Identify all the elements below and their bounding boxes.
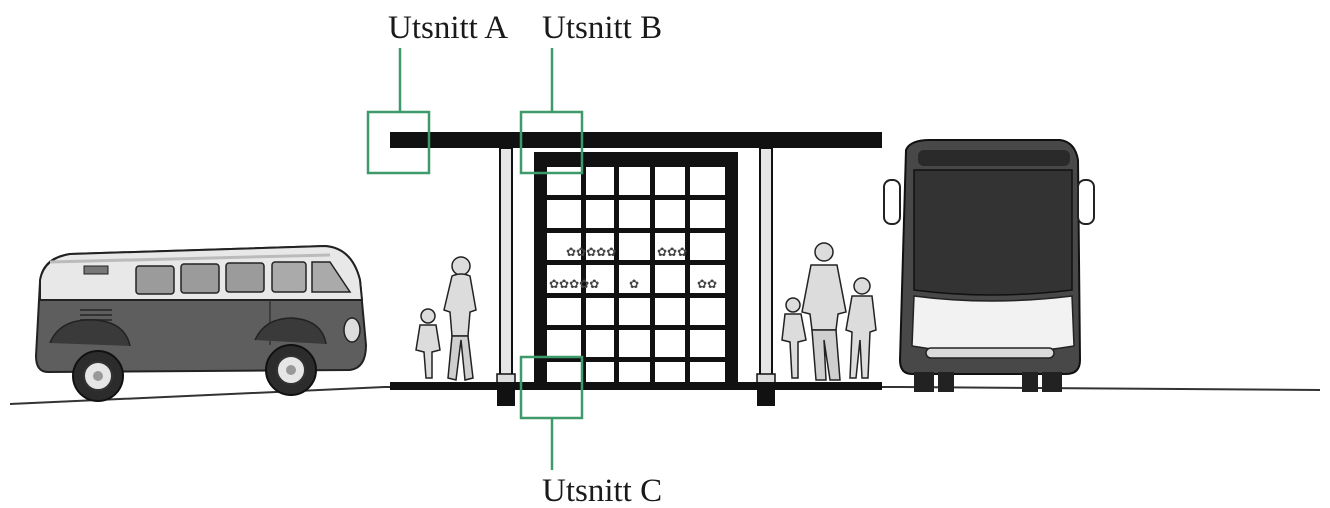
left-post — [499, 147, 513, 379]
right-footing — [757, 390, 775, 406]
person-icon-group — [781, 242, 877, 381]
callout-c-label: Utsnitt C — [542, 473, 663, 508]
callout-a-label: Utsnitt A — [388, 10, 509, 46]
bus-icon — [883, 139, 1095, 392]
floor-slab — [390, 382, 882, 390]
svg-text:✿✿✿: ✿✿✿ — [657, 245, 687, 259]
shelter-roof — [390, 132, 882, 148]
person-icon — [415, 256, 477, 381]
svg-text:✿✿✿✿✿: ✿✿✿✿✿ — [566, 245, 616, 259]
callout-b-box — [519, 110, 584, 175]
svg-text:✿✿✿✿✿: ✿✿✿✿✿ — [549, 277, 599, 291]
callout-c — [519, 355, 584, 470]
van-icon — [34, 244, 368, 402]
glass-block-grid — [547, 167, 725, 383]
svg-text:✿: ✿ — [629, 277, 639, 291]
svg-text:✿✿: ✿✿ — [697, 277, 717, 291]
callout-b — [519, 48, 584, 175]
callout-a-box — [366, 110, 431, 175]
callout-b-label: Utsnitt B — [542, 10, 663, 46]
shelter-structure: ✿✿✿✿✿ ✿✿✿ ✿✿✿✿✿ ✿ ✿✿ — [390, 132, 882, 406]
callout-a — [366, 48, 431, 175]
left-footing — [497, 390, 515, 406]
right-post — [759, 147, 773, 379]
flower-icon: ✿✿✿✿✿ ✿✿✿ ✿✿✿✿✿ ✿ ✿✿ — [549, 245, 717, 291]
